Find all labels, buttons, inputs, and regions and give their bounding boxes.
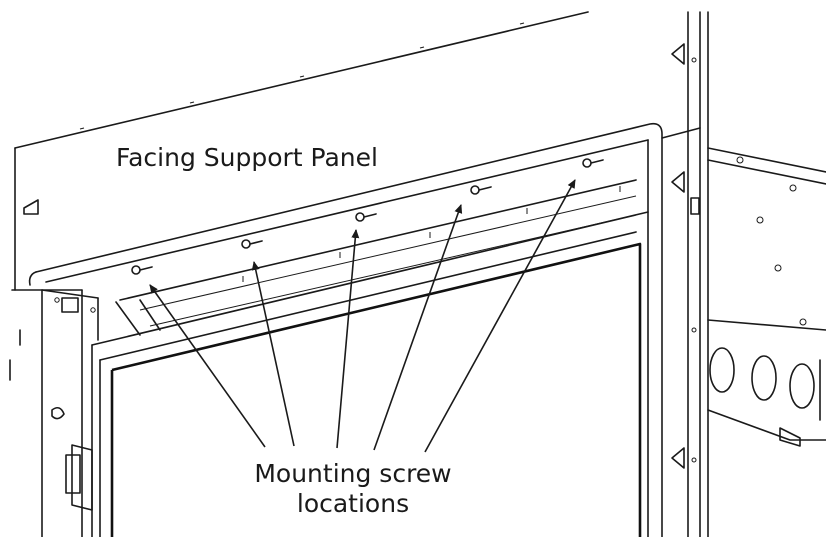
left-side-post — [9, 289, 99, 537]
keyhole-2 — [241, 239, 263, 249]
leader-arrow-5 — [424, 179, 576, 453]
leader-arrow-3 — [336, 229, 360, 449]
side-box — [707, 147, 826, 447]
keyhole-slots — [131, 158, 604, 275]
leader-arrow-2 — [251, 261, 295, 447]
screw-label-line-1: Mounting screw — [254, 459, 452, 488]
facing-support-panel-label: Facing Support Panel — [116, 143, 378, 172]
leader-arrows — [149, 179, 576, 453]
leader-arrow-1 — [149, 284, 266, 448]
leader-arrow-4 — [373, 204, 463, 451]
mounting-screw-locations-label: Mounting screw locations — [228, 459, 478, 519]
screw-label-line-2: locations — [296, 489, 410, 518]
keyhole-3 — [355, 212, 377, 222]
keyhole-5 — [582, 158, 604, 168]
keyhole-1 — [131, 265, 153, 275]
opening-frame — [28, 122, 663, 537]
keyhole-4 — [470, 185, 492, 195]
right-side-frame — [661, 11, 709, 537]
